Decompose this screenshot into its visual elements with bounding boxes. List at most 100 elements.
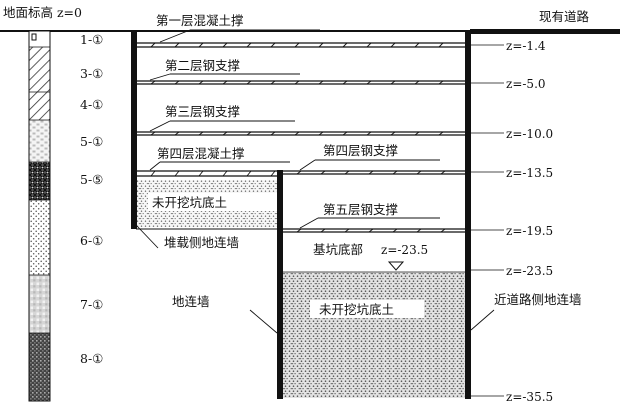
strut-hatch-tick xyxy=(246,131,252,136)
strut-hatch-tick xyxy=(416,228,422,233)
strut-hatch-tick xyxy=(150,131,156,136)
strut-hatch-tick xyxy=(246,42,252,48)
soil-layer-8-1 xyxy=(29,333,50,401)
unexcavated-left-label: 未开挖坑底土 xyxy=(152,195,227,210)
strut-hatch-tick xyxy=(366,80,372,85)
soil-layer-5-1 xyxy=(29,120,50,162)
road-surface xyxy=(470,29,620,34)
strut-5 xyxy=(283,228,465,233)
strut-hatch-tick xyxy=(440,228,446,233)
ground-label: 地面标高 z=0 xyxy=(3,5,82,20)
soil-labels: 1-① 3-① 4-① 5-① 5-⑤ 6-① 7-① 8-① xyxy=(80,32,103,366)
strut-hatch-tick xyxy=(390,42,396,48)
strut-hatch-tick xyxy=(344,228,350,233)
strut-hatch-tick xyxy=(198,80,204,85)
soil-label-6-1: 6-① xyxy=(80,233,103,248)
soil-label-5-5: 5-⑤ xyxy=(80,172,103,187)
soil-label-8-1: 8-① xyxy=(80,351,103,366)
strut-hatch-tick xyxy=(318,131,324,136)
wall-label-diaphragm: 地连墙 xyxy=(172,294,210,309)
soil-label-4-1: 4-① xyxy=(80,97,103,112)
wall-label-surcharge-side: 堆载侧地连墙 xyxy=(164,235,239,250)
unexcavated-right-label: 未开挖坑底土 xyxy=(319,302,394,317)
strut-hatch-tick xyxy=(198,170,204,177)
strut-2 xyxy=(137,80,465,85)
strut-hatching xyxy=(150,42,446,233)
strut-4-right xyxy=(283,170,465,175)
strut-hatch-tick xyxy=(270,80,276,85)
strut-hatch-tick xyxy=(390,80,396,85)
strut-hatch-tick xyxy=(320,170,326,175)
soil-column xyxy=(28,30,51,402)
strut-hatch-tick xyxy=(438,131,444,136)
soil-label-7-1: 7-① xyxy=(80,297,103,312)
strut-hatch-tick xyxy=(150,170,156,177)
strut-hatch-tick xyxy=(150,42,156,48)
strut-hatch-tick xyxy=(392,170,398,175)
strut-hatch-tick xyxy=(342,42,348,48)
elevation-z-5-0: z=-5.0 xyxy=(506,77,546,91)
strut-hatch-tick xyxy=(294,42,300,48)
strut-hatch-tick xyxy=(440,170,446,175)
strut-hatch-tick xyxy=(294,131,300,136)
support-label-3: 第三层钢支撑 xyxy=(165,104,241,119)
strut-hatch-tick xyxy=(270,131,276,136)
strut-hatch-tick xyxy=(344,170,350,175)
strut-hatch-tick xyxy=(296,228,302,233)
strut-hatch-tick xyxy=(174,80,180,85)
soil-layer-7-1 xyxy=(29,275,50,333)
strut-hatch-tick xyxy=(342,80,348,85)
strut-1 xyxy=(137,42,465,48)
strut-hatch-tick xyxy=(342,131,348,136)
wall-road-side xyxy=(465,31,471,399)
strut-hatch-tick xyxy=(270,170,276,177)
elevation-z-23-5: z=-23.5 xyxy=(506,264,553,278)
soil-layer-5-5 xyxy=(29,162,50,200)
wall-surcharge-side xyxy=(131,31,137,229)
strut-hatch-tick xyxy=(414,42,420,48)
soil-layer-1-1 xyxy=(29,31,50,47)
strut-hatch-tick xyxy=(198,42,204,48)
road-label: 现有道路 xyxy=(539,9,590,24)
strut-hatch-tick xyxy=(438,42,444,48)
support-label-2: 第二层钢支撑 xyxy=(165,58,241,73)
strut-hatch-tick xyxy=(294,80,300,85)
elevation-z-19-5: z=-19.5 xyxy=(506,224,553,238)
strut-hatch-tick xyxy=(198,131,204,136)
elevation-z-10-0: z=-10.0 xyxy=(506,127,553,141)
strut-hatch-tick xyxy=(318,42,324,48)
pit-bottom-elevation: z=-23.5 xyxy=(381,243,428,257)
pit-bottom-label: 基坑底部 xyxy=(313,242,363,257)
strut-4-left xyxy=(137,170,277,177)
strut-hatch-tick xyxy=(320,228,326,233)
strut-hatch-tick xyxy=(174,42,180,48)
strut-hatch-tick xyxy=(414,80,420,85)
support-label-4: 第四层混凝土撑 xyxy=(157,146,245,161)
soil-label-5-1: 5-① xyxy=(80,134,103,149)
support-label-5: 第四层钢支撑 xyxy=(323,143,399,158)
soil-layer-4-1 xyxy=(29,92,50,120)
support-label-1: 第一层混凝土撑 xyxy=(156,13,244,28)
strut-hatch-tick xyxy=(368,170,374,175)
strut-hatch-tick xyxy=(366,42,372,48)
strut-hatch-tick xyxy=(174,170,180,177)
elevation-z-35-5: z=-35.5 xyxy=(506,390,553,404)
wall-label-road-side: 近道路侧地连墙 xyxy=(494,292,582,307)
soil-label-3-1: 3-① xyxy=(80,66,103,81)
strut-hatch-tick xyxy=(150,80,156,85)
strut-hatch-tick xyxy=(222,80,228,85)
soil-layer-6-1 xyxy=(29,200,50,275)
wall-middle xyxy=(277,170,283,399)
soil-label-1-1: 1-① xyxy=(80,32,103,47)
strut-hatch-tick xyxy=(246,170,252,177)
strut-hatch-tick xyxy=(414,131,420,136)
strut-hatch-tick xyxy=(222,170,228,177)
elevation-z-1-4: z=-1.4 xyxy=(506,39,546,53)
strut-hatch-tick xyxy=(366,131,372,136)
strut-hatch-tick xyxy=(270,42,276,48)
strut-hatch-tick xyxy=(222,42,228,48)
strut-3 xyxy=(137,131,465,136)
strut-hatch-tick xyxy=(368,228,374,233)
soil-layer-3-1 xyxy=(29,47,50,92)
